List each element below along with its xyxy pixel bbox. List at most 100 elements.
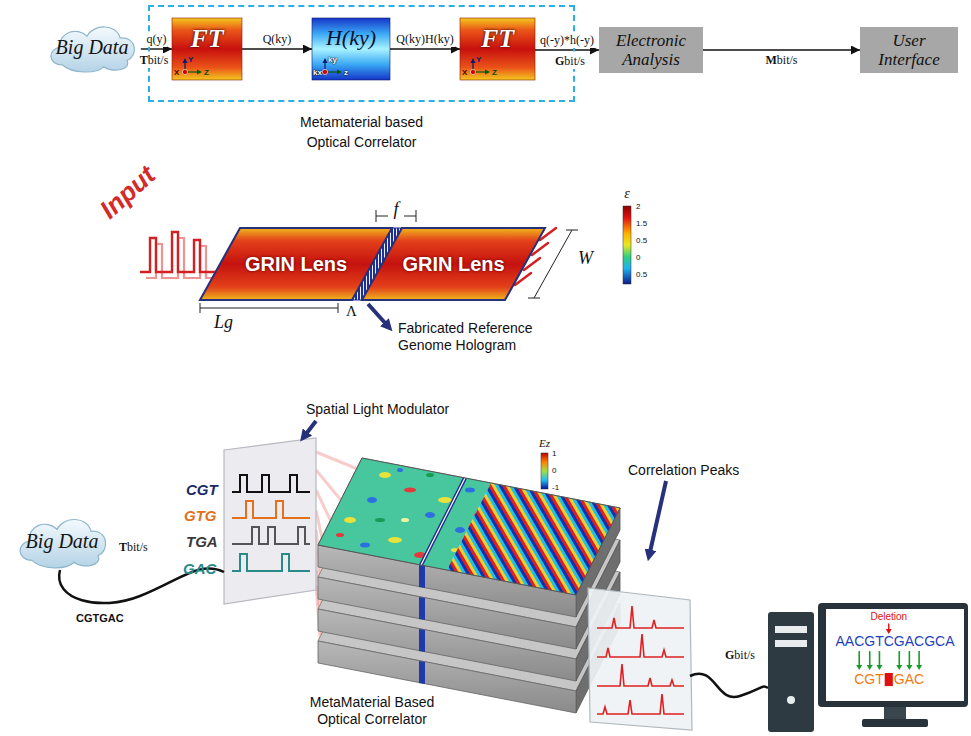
dimension-line bbox=[376, 216, 388, 217]
speckle bbox=[379, 472, 391, 478]
beam bbox=[316, 452, 360, 470]
colorbar-tick: 1 bbox=[552, 449, 556, 458]
grin-lens: GRIN Lens bbox=[362, 228, 545, 300]
node-text: Metamaterial based Optical Correlator bbox=[287, 112, 437, 152]
node-text: Electronic Analysis bbox=[599, 31, 703, 69]
fourier-transform-box: FT bbox=[460, 18, 535, 80]
peak-trace bbox=[597, 694, 684, 714]
axis-dot bbox=[322, 69, 327, 74]
node-text: Big Data bbox=[56, 36, 129, 59]
codon-label: CGT bbox=[186, 481, 218, 498]
input-pulse bbox=[140, 232, 216, 272]
match-arrow-head bbox=[856, 665, 862, 670]
screen-outline bbox=[826, 609, 964, 701]
hologram-line bbox=[421, 478, 465, 565]
axis-head bbox=[183, 58, 188, 63]
data-cloud: Big Data bbox=[12, 512, 112, 570]
dimension-tick bbox=[528, 298, 540, 299]
pulse-train bbox=[232, 475, 310, 492]
colorbar bbox=[623, 206, 631, 284]
node-text: AACGTCGACGCA bbox=[835, 633, 954, 649]
node-text: GAC bbox=[894, 671, 924, 687]
axis-label: Y bbox=[476, 55, 481, 64]
axis-head bbox=[323, 58, 328, 63]
speckle bbox=[401, 518, 409, 522]
flow-arrow bbox=[703, 49, 860, 50]
axis-dot bbox=[182, 69, 187, 74]
colorbar-tick: 1.5 bbox=[636, 219, 647, 228]
node-text: H(ky) bbox=[326, 25, 376, 51]
match-arrow bbox=[918, 651, 920, 667]
speckle bbox=[375, 518, 385, 522]
dimension-tick bbox=[338, 303, 339, 313]
pointer-arrow bbox=[650, 481, 666, 552]
axis-dot bbox=[470, 69, 475, 74]
metamaterial-slab bbox=[318, 458, 620, 617]
modulator-panel bbox=[224, 438, 316, 604]
flow-arrow bbox=[390, 48, 460, 49]
speckle bbox=[426, 473, 434, 477]
colorbar-tick: 0.5 bbox=[636, 236, 647, 245]
axis-label: Y bbox=[188, 55, 193, 64]
data-rate: Tbit/s bbox=[118, 540, 149, 555]
axis-label: X bbox=[174, 68, 179, 77]
peak-trace bbox=[597, 634, 684, 657]
match-arrow bbox=[858, 651, 860, 667]
pointer-arrow bbox=[368, 304, 386, 324]
colorbar-title: ε bbox=[624, 186, 630, 202]
peak-traces bbox=[597, 606, 684, 714]
slab-outline bbox=[318, 458, 620, 595]
match-arrow-head bbox=[916, 665, 922, 670]
dimension-tick bbox=[566, 230, 578, 231]
speckle bbox=[336, 533, 344, 537]
data-rate: Gbit/s bbox=[554, 54, 586, 69]
codon-label: GAC bbox=[183, 560, 216, 577]
computer-tower bbox=[768, 612, 814, 732]
box-fill bbox=[312, 18, 390, 80]
grin-lens: GRIN Lens bbox=[200, 228, 392, 300]
dimension-tick bbox=[200, 303, 201, 313]
speckle bbox=[438, 497, 452, 503]
colorbar-tick: 2 bbox=[636, 202, 640, 211]
colorbar-tick: 0 bbox=[552, 466, 556, 475]
colorbar-tick: -1 bbox=[552, 483, 559, 492]
speckle bbox=[367, 497, 377, 503]
match-arrow bbox=[869, 651, 871, 667]
pulse-train bbox=[232, 527, 310, 544]
node-text: Deletion bbox=[870, 611, 907, 623]
node-text: User Interface bbox=[860, 31, 958, 69]
node-text: GRIN Lens bbox=[245, 253, 347, 276]
axis-label: Z bbox=[204, 68, 209, 77]
deletion-mark bbox=[885, 673, 893, 686]
lens-body bbox=[200, 228, 392, 300]
monitor-screen: DeletionAACGTCGACGCACGTGAC bbox=[826, 609, 964, 701]
edge-label: Q(ky)H(ky) bbox=[395, 32, 454, 47]
flow-arrow bbox=[242, 48, 312, 49]
match-arrow-head bbox=[867, 665, 873, 670]
pointer-arrow bbox=[306, 421, 316, 434]
cloud-shape bbox=[20, 519, 106, 567]
input-label: Input bbox=[94, 159, 162, 225]
speckle bbox=[397, 468, 403, 472]
dimension-label: f bbox=[393, 199, 398, 220]
dimension-label: W bbox=[578, 248, 593, 269]
edge-label: q(y) bbox=[145, 32, 167, 47]
colorbar bbox=[541, 453, 548, 489]
hologram-line bbox=[421, 478, 465, 565]
axis-label: Z bbox=[492, 68, 497, 77]
filter-box: H(ky) bbox=[312, 18, 390, 80]
dimension-line bbox=[404, 216, 416, 217]
box-fill bbox=[172, 18, 242, 80]
match-arrow bbox=[898, 651, 900, 667]
edge-label: q(-y)*h(-y) bbox=[539, 33, 595, 48]
match-arrow-head bbox=[876, 665, 882, 670]
axis-label: X bbox=[462, 68, 467, 77]
detector-panel bbox=[588, 588, 692, 730]
match-arrow-head bbox=[896, 665, 902, 670]
lens-body bbox=[362, 228, 545, 300]
codon-label: GTG bbox=[184, 507, 217, 524]
caption-label: MetaMaterial Based Optical Correlator bbox=[297, 694, 447, 728]
edge-label: Q(ky) bbox=[262, 32, 293, 47]
monitor-frame bbox=[818, 603, 968, 707]
